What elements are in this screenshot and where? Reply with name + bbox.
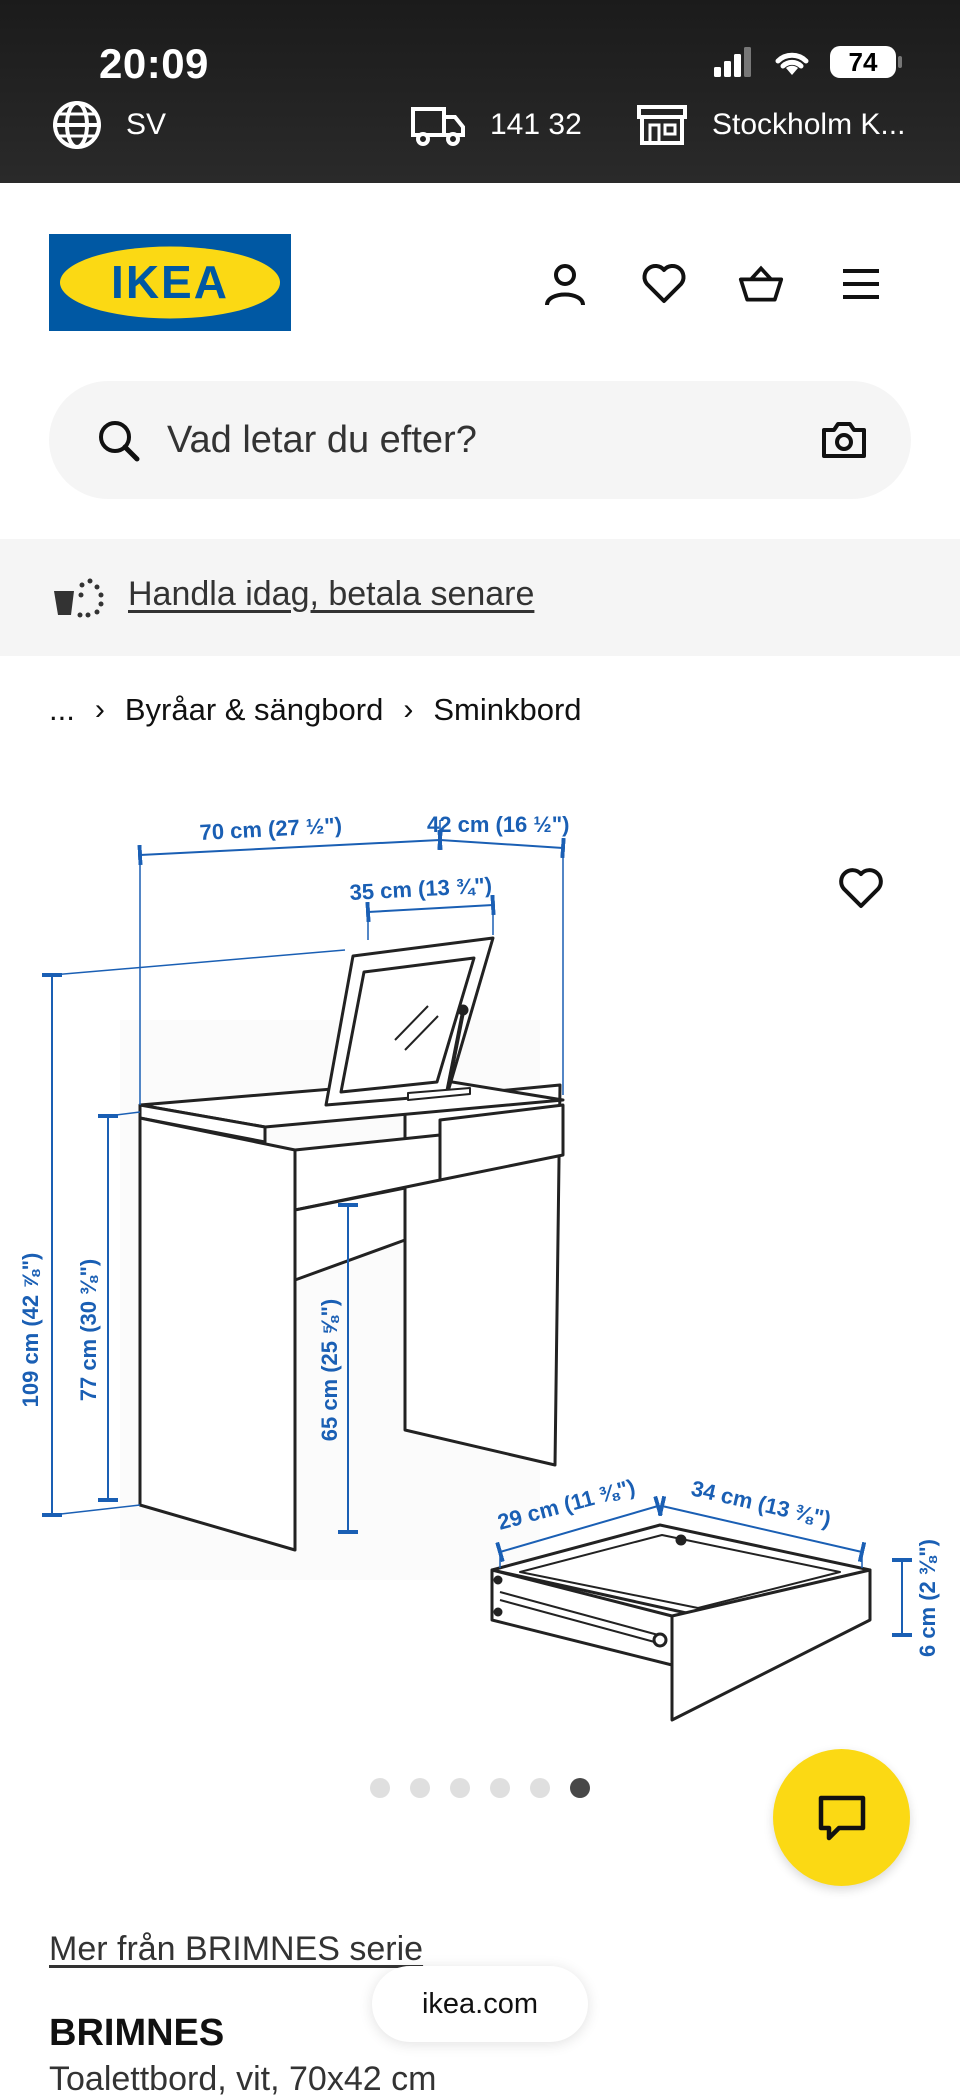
- table-drawing: [138, 936, 565, 1552]
- search-input[interactable]: [167, 381, 727, 499]
- cart-payment-icon: [54, 578, 104, 618]
- carousel-dot[interactable]: [370, 1778, 390, 1798]
- dim-table-height-label: 77 cm (30 ⅜"): [76, 1259, 101, 1402]
- ikea-logo-mark: IKEA: [49, 234, 291, 331]
- breadcrumb-item-sminkbord[interactable]: Sminkbord: [433, 692, 582, 727]
- wifi-icon: [775, 52, 809, 75]
- favorites-icon[interactable]: [641, 261, 687, 307]
- signal-icon: [714, 47, 751, 77]
- site-header: IKEA: [0, 183, 960, 373]
- store-icon: [637, 105, 687, 145]
- postal-code-label: 141 32: [490, 108, 582, 141]
- promo-banner: Handla idag, betala senare: [0, 539, 960, 656]
- search-bar[interactable]: [49, 381, 911, 499]
- carousel-dot[interactable]: [450, 1778, 470, 1798]
- product-dimension-image[interactable]: 70 cm (27 ½") 42 cm (16 ½") 35 cm (13 ¾"…: [0, 760, 960, 1740]
- truck-icon: [411, 107, 465, 146]
- globe-icon: [53, 101, 101, 149]
- carousel-dot-active[interactable]: [570, 1778, 590, 1798]
- dim-total-height-label: 109 cm (42 ⅞"): [18, 1253, 43, 1408]
- status-indicators: 74: [714, 46, 902, 78]
- logo-text: IKEA: [111, 256, 229, 308]
- breadcrumb: ... › Byråar & sängbord › Sminkbord: [49, 690, 582, 730]
- pay-later-link[interactable]: Handla idag, betala senare: [128, 575, 535, 613]
- top-bar: 20:09 74 SV 141 32: [0, 0, 960, 183]
- carousel-dot[interactable]: [410, 1778, 430, 1798]
- language-selector[interactable]: SV: [52, 100, 166, 150]
- dimension-lines: [42, 820, 912, 1637]
- series-link[interactable]: Mer från BRIMNES serie: [49, 1930, 424, 1968]
- camera-icon[interactable]: [821, 421, 867, 459]
- chat-button[interactable]: [773, 1749, 910, 1886]
- store-label: Stockholm K...: [712, 108, 906, 141]
- image-carousel-dots: [370, 1778, 590, 1798]
- breadcrumb-ellipsis[interactable]: ...: [49, 692, 75, 727]
- carousel-dot[interactable]: [490, 1778, 510, 1798]
- search-icon: [99, 421, 140, 462]
- postal-code-selector[interactable]: 141 32: [410, 100, 582, 150]
- product-description: Toalettbord, vit, 70x42 cm: [49, 2060, 437, 2098]
- status-time: 20:09: [99, 40, 209, 87]
- dim-clearance-label: 65 cm (25 ⅝"): [317, 1299, 342, 1442]
- carousel-dot[interactable]: [530, 1778, 550, 1798]
- breadcrumb-item-byraar[interactable]: Byråar & sängbord: [124, 692, 384, 727]
- store-selector[interactable]: Stockholm K...: [636, 100, 905, 150]
- heart-icon: [839, 868, 883, 908]
- browser-url-bar[interactable]: ikea.com: [372, 1966, 588, 2042]
- ikea-logo[interactable]: IKEA: [49, 234, 291, 331]
- dim-depth-label: 42 cm (16 ½"): [427, 812, 570, 837]
- battery-indicator: 74: [830, 46, 902, 78]
- cart-icon[interactable]: [738, 261, 784, 307]
- chevron-right-icon: ›: [94, 693, 105, 726]
- chevron-right-icon: ›: [403, 693, 414, 726]
- dim-drawer-height-label: 6 cm (2 ⅜"): [915, 1539, 940, 1657]
- language-label: SV: [126, 108, 167, 141]
- chat-icon: [818, 1795, 865, 1840]
- account-icon[interactable]: [542, 261, 588, 307]
- add-to-favorites-button[interactable]: [833, 860, 889, 916]
- menu-icon[interactable]: [838, 261, 884, 307]
- product-name: BRIMNES: [49, 2012, 225, 2054]
